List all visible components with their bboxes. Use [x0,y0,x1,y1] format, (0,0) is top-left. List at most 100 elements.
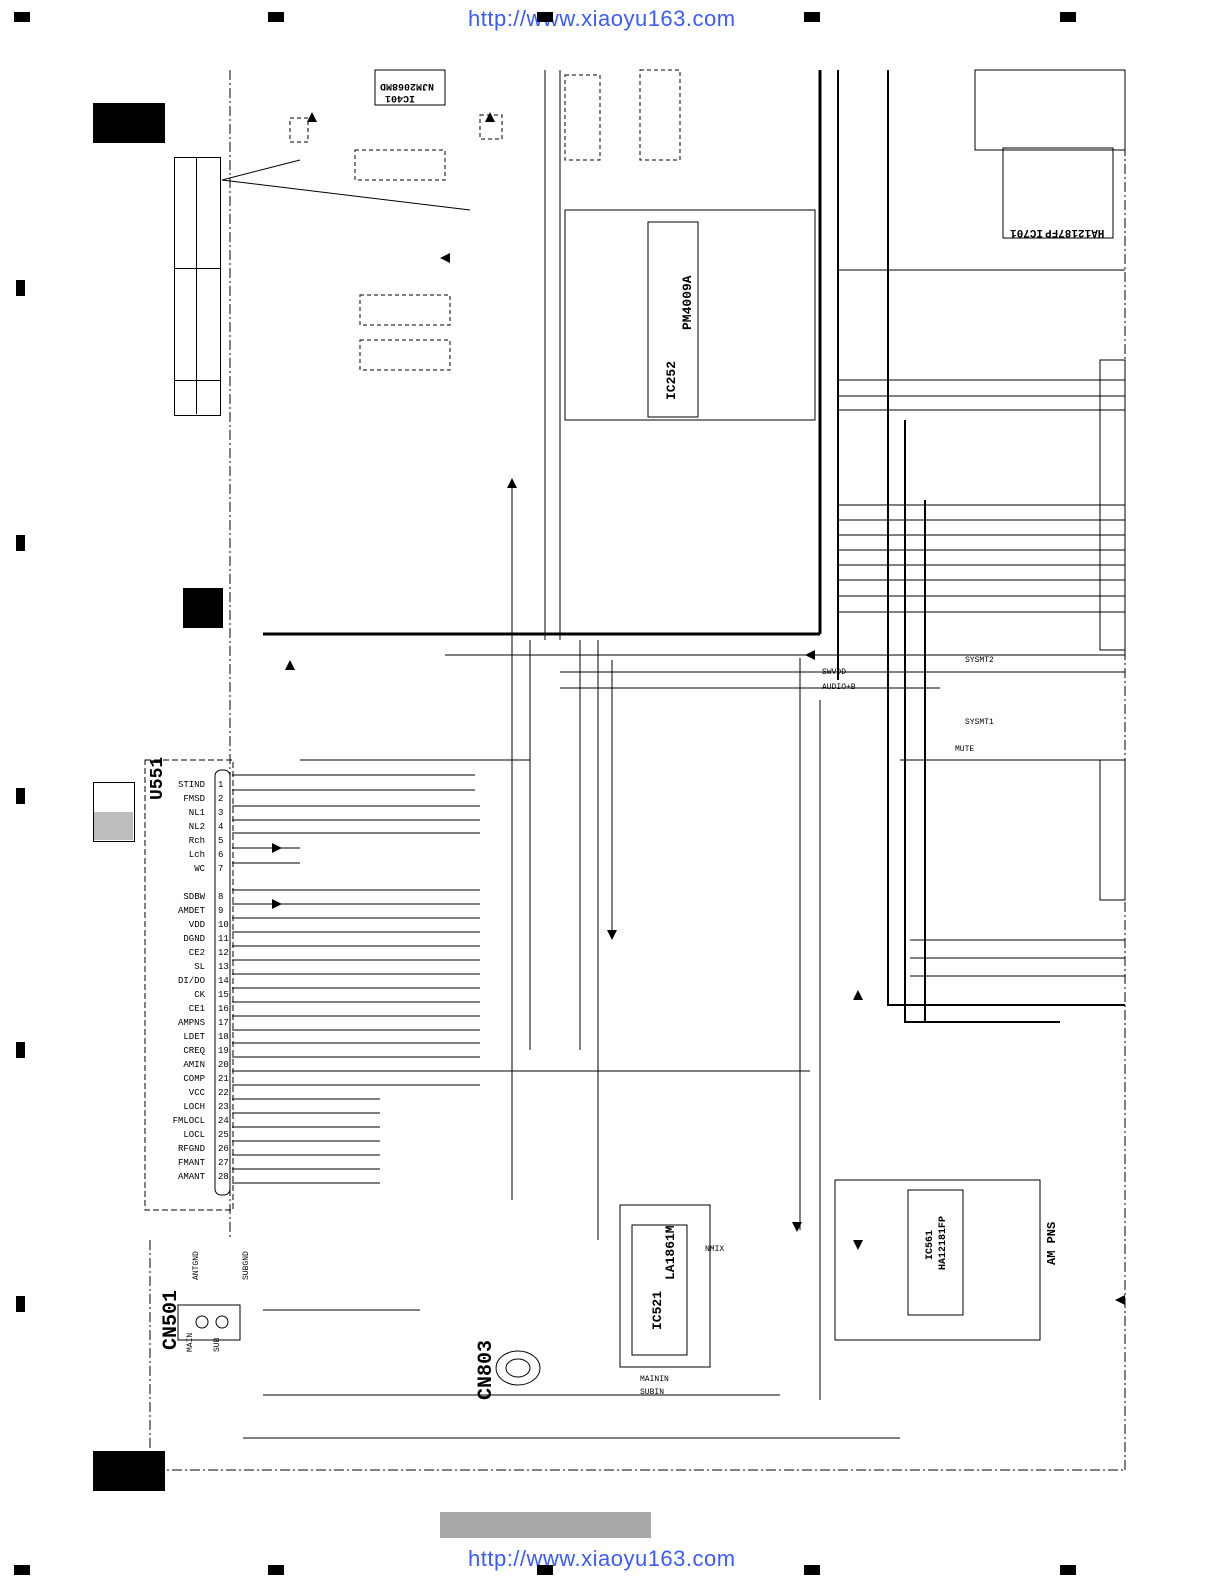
u551-pin-number: 16 [218,1004,229,1014]
u551-pin-number: 15 [218,990,229,1000]
ic401-part: NJM2068MD [380,80,435,91]
sysmt2-label: SYSMT2 [965,656,994,665]
reg-mark [1060,1565,1076,1575]
nmix-label: NMIX [705,1245,725,1254]
u551-pin-number: 1 [218,780,224,790]
legend-divider [174,380,220,381]
reg-mark [804,1565,820,1575]
u551-pin-name: CK [194,990,205,1000]
u551-pin-name: AMIN [183,1060,205,1070]
u551-pin-name: COMP [183,1074,205,1084]
u551-pin-number: 8 [218,892,224,902]
u551-pin-number: 19 [218,1046,229,1056]
u551-pin-number: 28 [218,1172,229,1182]
u551-pin-name: VDD [188,920,205,930]
cn501-label: CN501 [160,1289,183,1350]
u551-pin-number: 20 [218,1060,229,1070]
reg-mark [537,12,553,22]
u551-pin-name: AMANT [177,1172,205,1182]
ic701-label: IC701 [1010,226,1044,238]
u551-pin-name: CREQ [183,1046,205,1056]
cn803-label: CN803 [475,1339,498,1400]
legend-box [174,157,221,416]
u551-pin-name: FMANT [177,1158,205,1168]
u551-pin-number: 23 [218,1102,229,1112]
u551-pin-number: 26 [218,1144,229,1154]
mainin-label: MAININ [640,1375,669,1384]
u551-pin-number: 14 [218,976,229,986]
u551-pin-name: RFGND [177,1144,205,1154]
u551-pin-name: CE1 [188,1004,205,1014]
page-index-box [93,782,135,842]
mute-label: MUTE [955,745,975,754]
u551-pin-name: LOCL [183,1130,205,1140]
ic561-label: IC561 [925,1229,936,1260]
ic401-label: IC401 [385,92,416,103]
reg-mark [16,788,25,804]
ic252-label: IC252 [664,360,679,400]
u551-pin-number: 11 [218,934,229,944]
u551-pin-number: 6 [218,850,224,860]
u551-pin-name: DI/DO [177,976,205,986]
reg-mark [16,535,25,551]
subgnd-label: SUBGND [242,1251,251,1280]
reg-mark [268,1565,284,1575]
u551-pin-number: 17 [218,1018,229,1028]
u551-pin-name: Rch [188,836,205,846]
u551-pin-name: AMPNS [177,1018,205,1028]
footer-bar [440,1512,651,1538]
u551-pin-number: 3 [218,808,224,818]
ic521-part: LA1861M [663,1225,678,1280]
page-block [183,588,223,628]
header-url[interactable]: http://www.xiaoyu163.com [468,6,736,31]
u551-pin-name: LOCH [183,1102,205,1112]
reg-mark [268,12,284,22]
u551-pin-number: 9 [218,906,224,916]
u551-pin-name: NL2 [188,822,205,832]
reg-mark [1060,12,1076,22]
u551-pin-number: 12 [218,948,229,958]
ic561-part: HA12181FP [938,1215,949,1270]
reg-mark [16,1296,25,1312]
sysmt1-label: SYSMT1 [965,718,994,727]
u551-pin-number: 10 [218,920,229,930]
ic252-part: PM4009A [680,275,695,330]
ic521-label: IC521 [650,1290,665,1330]
u551-pin-number: 4 [218,822,224,832]
u551-pin-name: WC [194,864,205,874]
u551-pin-name: STIND [177,780,205,790]
page-index-fill [94,812,133,840]
u551-pin-name: VCC [188,1088,205,1098]
u551-pin-name: FMSD [183,794,205,804]
u551-pin-number: 18 [218,1032,229,1042]
u551-pin-number: 27 [218,1158,229,1168]
legend-divider [174,268,220,269]
reg-mark [16,280,25,296]
u551-pin-name: SL [194,962,205,972]
u551-pin-name: NL1 [188,808,205,818]
u551-pin-number: 5 [218,836,224,846]
u551-pin-name: FMLOCL [172,1116,205,1126]
u551-pin-number: 13 [218,962,229,972]
reg-mark [16,1042,25,1058]
u551-pin-number: 24 [218,1116,229,1126]
cn501-main-label: MAIN [186,1332,195,1352]
u551-pin-name: Lch [188,850,205,860]
u551-pin-number: 7 [218,864,224,874]
u551-pin-name: AMDET [177,906,205,916]
page-block [93,1451,165,1491]
u551-pin-number: 25 [218,1130,229,1140]
am-pns-label: AM PNS [1045,1221,1059,1265]
reg-mark [804,12,820,22]
reg-mark [14,1565,30,1575]
u551-pin-number: 22 [218,1088,229,1098]
antgnd-label: ANTGND [192,1251,201,1280]
footer-url[interactable]: http://www.xiaoyu163.com [468,1546,736,1571]
reg-mark [537,1565,553,1575]
subin-label: SUBIN [640,1388,665,1397]
swvdd-label: SWVDD [822,668,847,677]
ic701-part: HA12187FP [1045,226,1105,238]
u551-pin-name: DGND [183,934,205,944]
u551-pin-number: 21 [218,1074,229,1084]
